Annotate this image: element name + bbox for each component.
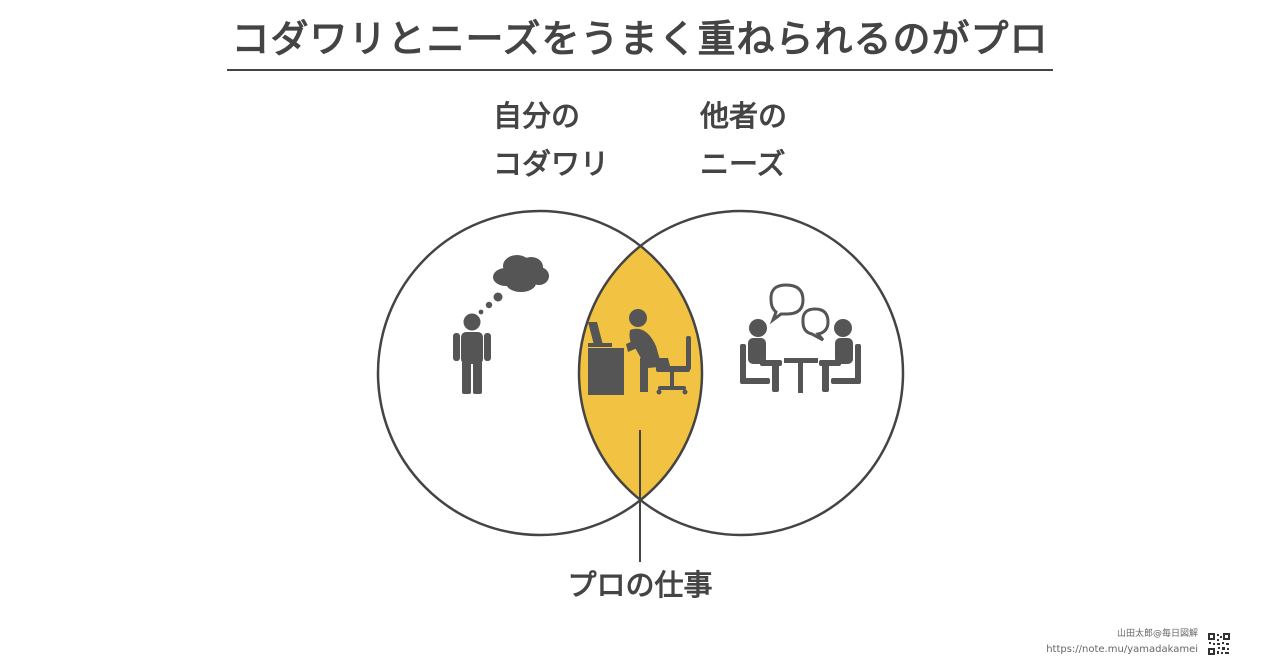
overlap-region <box>579 211 702 535</box>
credit-author: 山田太郎@毎日図解 <box>1116 629 1198 639</box>
credit-block: 山田太郎@毎日図解 https://note.mu/yamadakamei <box>1046 627 1198 657</box>
qr-code-icon <box>1208 633 1230 655</box>
right-circle <box>577 209 905 537</box>
overlap-label: プロの仕事 <box>567 568 713 602</box>
left-label-line1: 自分の <box>493 99 581 133</box>
page-title: コダワリとニーズをうまく重ねられるのがプロ <box>0 8 1280 71</box>
credit-url: https://note.mu/yamadakamei <box>1046 644 1198 655</box>
page-title-text: コダワリとニーズをうまく重ねられるのがプロ <box>227 8 1053 71</box>
right-label-line2: ニーズ <box>700 147 786 181</box>
thinking-person-icon <box>453 255 549 394</box>
meeting-conversation-icon <box>740 283 861 393</box>
left-circle <box>376 209 704 537</box>
left-circle-label: 自分の コダワリ <box>493 92 609 188</box>
right-label-line1: 他者の <box>700 99 788 133</box>
right-circle-label: 他者の ニーズ <box>700 92 787 188</box>
left-label-line2: コダワリ <box>493 147 610 181</box>
person-working-at-desk-icon <box>588 309 691 395</box>
